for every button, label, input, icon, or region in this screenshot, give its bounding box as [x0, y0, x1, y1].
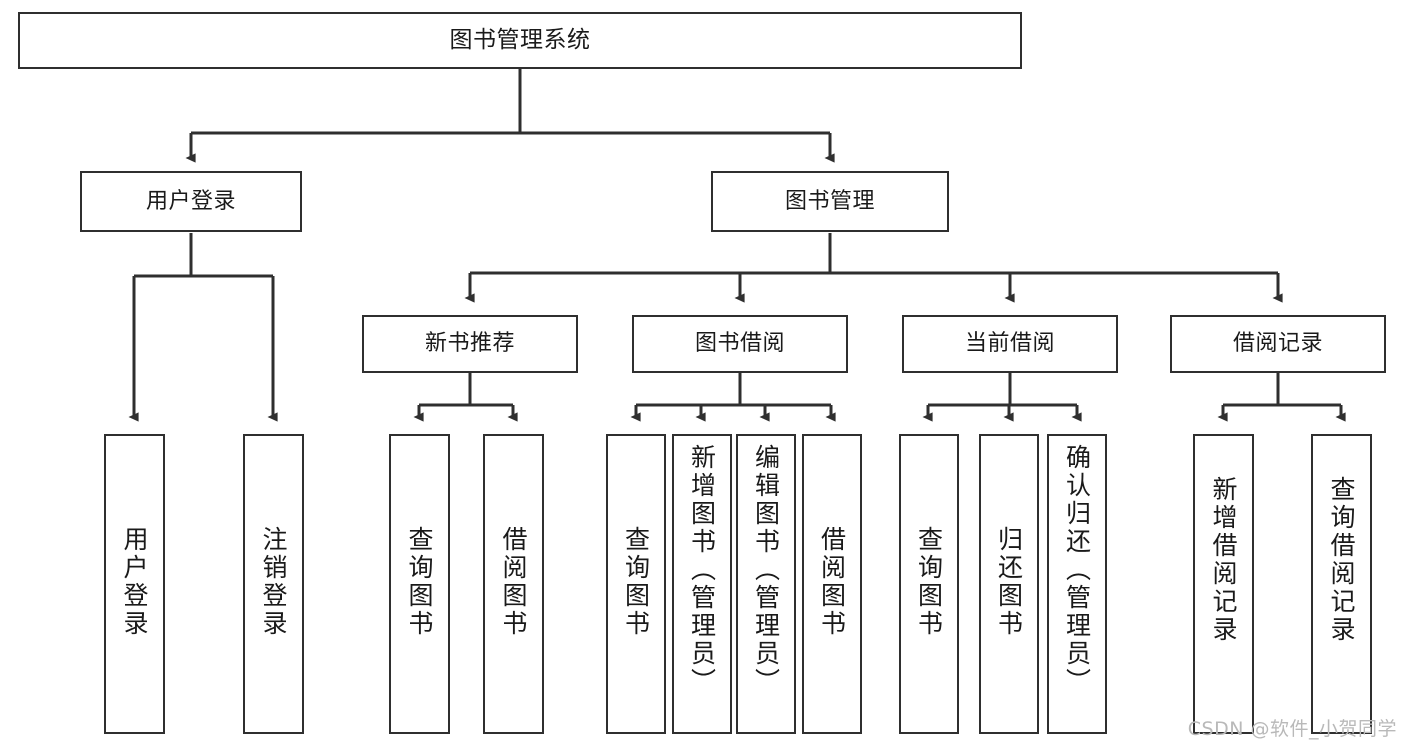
node-leaf-query-book-3-label: 查询图书: [914, 526, 944, 638]
node-borrow-record-label: 借阅记录: [1232, 331, 1323, 357]
node-leaf-confirm-return[interactable]: 确认归还（管理员）: [1047, 434, 1107, 734]
node-leaf-return-book-label: 归还图书: [994, 526, 1024, 638]
node-borrow-record[interactable]: 借阅记录: [1170, 315, 1386, 373]
node-user-login[interactable]: 用户登录: [80, 171, 302, 232]
node-leaf-edit-book-label: 编辑图书（管理员）: [751, 444, 781, 696]
node-leaf-query-book-2-label: 查询图书: [621, 526, 651, 638]
node-leaf-add-book-label: 新增图书（管理员）: [687, 444, 717, 696]
node-leaf-query-book-1[interactable]: 查询图书: [389, 434, 450, 734]
node-root-label: 图书管理系统: [449, 26, 591, 53]
node-leaf-borrow-book-1[interactable]: 借阅图书: [483, 434, 544, 734]
node-leaf-logout-login-label: 注销登录: [259, 526, 288, 638]
node-root[interactable]: 图书管理系统: [18, 12, 1022, 69]
node-book-manage[interactable]: 图书管理: [711, 171, 949, 232]
node-leaf-user-login[interactable]: 用户登录: [104, 434, 165, 734]
node-current-borrow-label: 当前借阅: [964, 331, 1055, 357]
node-leaf-query-book-1-label: 查询图书: [405, 526, 434, 638]
node-user-login-label: 用户登录: [145, 188, 236, 214]
node-leaf-user-login-label: 用户登录: [120, 526, 149, 638]
node-leaf-edit-book[interactable]: 编辑图书（管理员）: [736, 434, 796, 734]
node-leaf-add-book[interactable]: 新增图书（管理员）: [672, 434, 732, 734]
node-leaf-query-record-label: 查询借阅记录: [1327, 476, 1356, 644]
node-leaf-borrow-book-1-label: 借阅图书: [499, 526, 528, 638]
node-new-book-rec[interactable]: 新书推荐: [362, 315, 578, 373]
node-leaf-add-record[interactable]: 新增借阅记录: [1193, 434, 1254, 734]
node-book-manage-label: 图书管理: [784, 188, 875, 214]
node-book-borrow-label: 图书借阅: [694, 331, 785, 357]
node-leaf-query-book-2[interactable]: 查询图书: [606, 434, 666, 734]
node-leaf-borrow-book-2[interactable]: 借阅图书: [802, 434, 862, 734]
node-leaf-logout-login[interactable]: 注销登录: [243, 434, 304, 734]
node-current-borrow[interactable]: 当前借阅: [902, 315, 1118, 373]
node-leaf-add-record-label: 新增借阅记录: [1209, 476, 1238, 644]
node-leaf-confirm-return-label: 确认归还（管理员）: [1062, 444, 1092, 696]
node-leaf-query-book-3[interactable]: 查询图书: [899, 434, 959, 734]
node-book-borrow[interactable]: 图书借阅: [632, 315, 848, 373]
node-leaf-borrow-book-2-label: 借阅图书: [817, 526, 847, 638]
node-new-book-rec-label: 新书推荐: [424, 331, 515, 357]
node-leaf-return-book[interactable]: 归还图书: [979, 434, 1039, 734]
node-leaf-query-record[interactable]: 查询借阅记录: [1311, 434, 1372, 734]
